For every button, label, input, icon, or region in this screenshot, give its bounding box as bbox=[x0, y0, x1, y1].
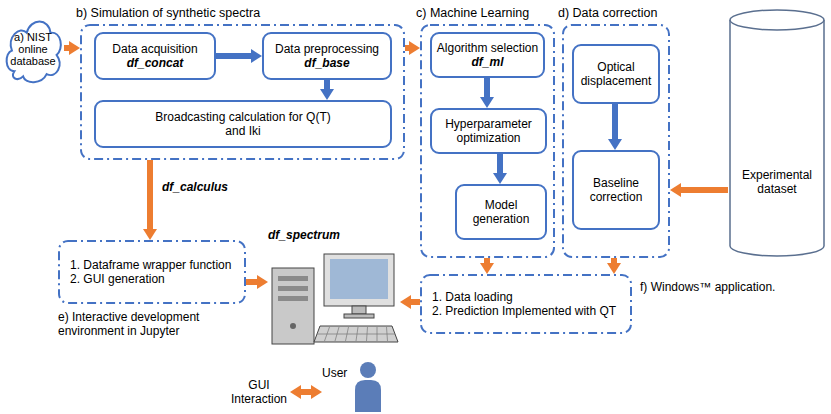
stage-group: 1. Data loading2. Prediction Implemented… bbox=[420, 274, 632, 334]
flow-arrow bbox=[147, 160, 153, 229]
flow-arrow bbox=[246, 279, 257, 285]
edge-label: df_calculus bbox=[160, 180, 230, 194]
computer-drawing bbox=[268, 246, 400, 346]
stage-group: c) Machine LearningAlgorithm selectiondf… bbox=[420, 24, 555, 258]
node-text: Data preprocessing bbox=[275, 42, 379, 56]
node-text: a) NIST online database bbox=[10, 31, 56, 67]
node-text: Experimental dataset bbox=[728, 168, 826, 197]
node-text: 1. Dataframe wrapper function bbox=[70, 258, 231, 272]
node-text: 2. GUI generation bbox=[70, 272, 165, 286]
process-box: Algorithm selectiondf_ml bbox=[430, 32, 545, 78]
node-text: GUI Interaction bbox=[228, 378, 290, 407]
flow-arrow bbox=[216, 53, 251, 59]
cylinder-shape bbox=[728, 8, 826, 258]
group-heading: e) Interactive development environment i… bbox=[58, 310, 258, 339]
process-box: Optical displacement bbox=[572, 44, 660, 104]
flow-arrow bbox=[681, 187, 728, 193]
process-box: Data preprocessingdf_base bbox=[262, 32, 392, 80]
database-cylinder: Experimental dataset bbox=[728, 8, 826, 258]
node-text: Data acquisition bbox=[112, 42, 197, 56]
group-heading: d) Data correction bbox=[558, 6, 657, 21]
variable-name: df_ml bbox=[471, 55, 503, 69]
flow-arrow bbox=[484, 78, 490, 97]
process-box: Hyperparameter optimization bbox=[430, 108, 547, 154]
flow-arrow bbox=[64, 45, 69, 51]
variable-name: df_base bbox=[304, 56, 349, 70]
group-heading: f) Windows™ application. bbox=[640, 280, 775, 294]
flow-arrow bbox=[324, 80, 330, 89]
database-cloud: a) NIST online database bbox=[2, 12, 64, 86]
flow-arrow bbox=[497, 154, 503, 173]
node-text: Hyperparameter optimization bbox=[436, 117, 541, 146]
variable-name: df_spectrum bbox=[268, 228, 340, 242]
process-box: Broadcasting calculation for Q(T) and Ik… bbox=[94, 100, 392, 148]
node-text: Model generation bbox=[461, 198, 541, 227]
flow-arrow bbox=[611, 258, 617, 263]
stage-group: d) Data correctionOptical displacementBa… bbox=[562, 24, 670, 258]
node-text: 1. Data loading bbox=[432, 290, 513, 304]
flow-arrow bbox=[405, 45, 409, 51]
variable-name: df_concat bbox=[127, 56, 184, 70]
group-heading: c) Machine Learning bbox=[416, 6, 529, 21]
node-text: Broadcasting calculation for Q(T) and Ik… bbox=[153, 110, 333, 139]
flow-arrow bbox=[411, 299, 420, 305]
interaction-label: GUI Interaction bbox=[228, 372, 290, 412]
stage-group: b) Simulation of synthetic spectraData a… bbox=[80, 24, 405, 160]
stage-group: 1. Dataframe wrapper function2. GUI gene… bbox=[58, 240, 246, 304]
flow-arrow bbox=[301, 389, 311, 395]
node-text: 2. Prediction Implemented with QT bbox=[432, 304, 616, 318]
flow-arrow bbox=[612, 104, 618, 139]
node-text: User bbox=[322, 366, 347, 380]
flow-arrow bbox=[484, 258, 490, 263]
process-box: Baseline correction bbox=[572, 150, 660, 230]
user-icon: User bbox=[322, 360, 384, 412]
node-text: Algorithm selection bbox=[437, 41, 538, 55]
computer-icon: df_spectrum bbox=[268, 228, 400, 346]
group-heading: b) Simulation of synthetic spectra bbox=[76, 6, 260, 21]
node-text: Optical displacement bbox=[578, 60, 654, 89]
process-box: Data acquisitiondf_concat bbox=[94, 32, 216, 80]
node-text: Baseline correction bbox=[578, 176, 654, 205]
process-box: Model generation bbox=[455, 184, 547, 240]
